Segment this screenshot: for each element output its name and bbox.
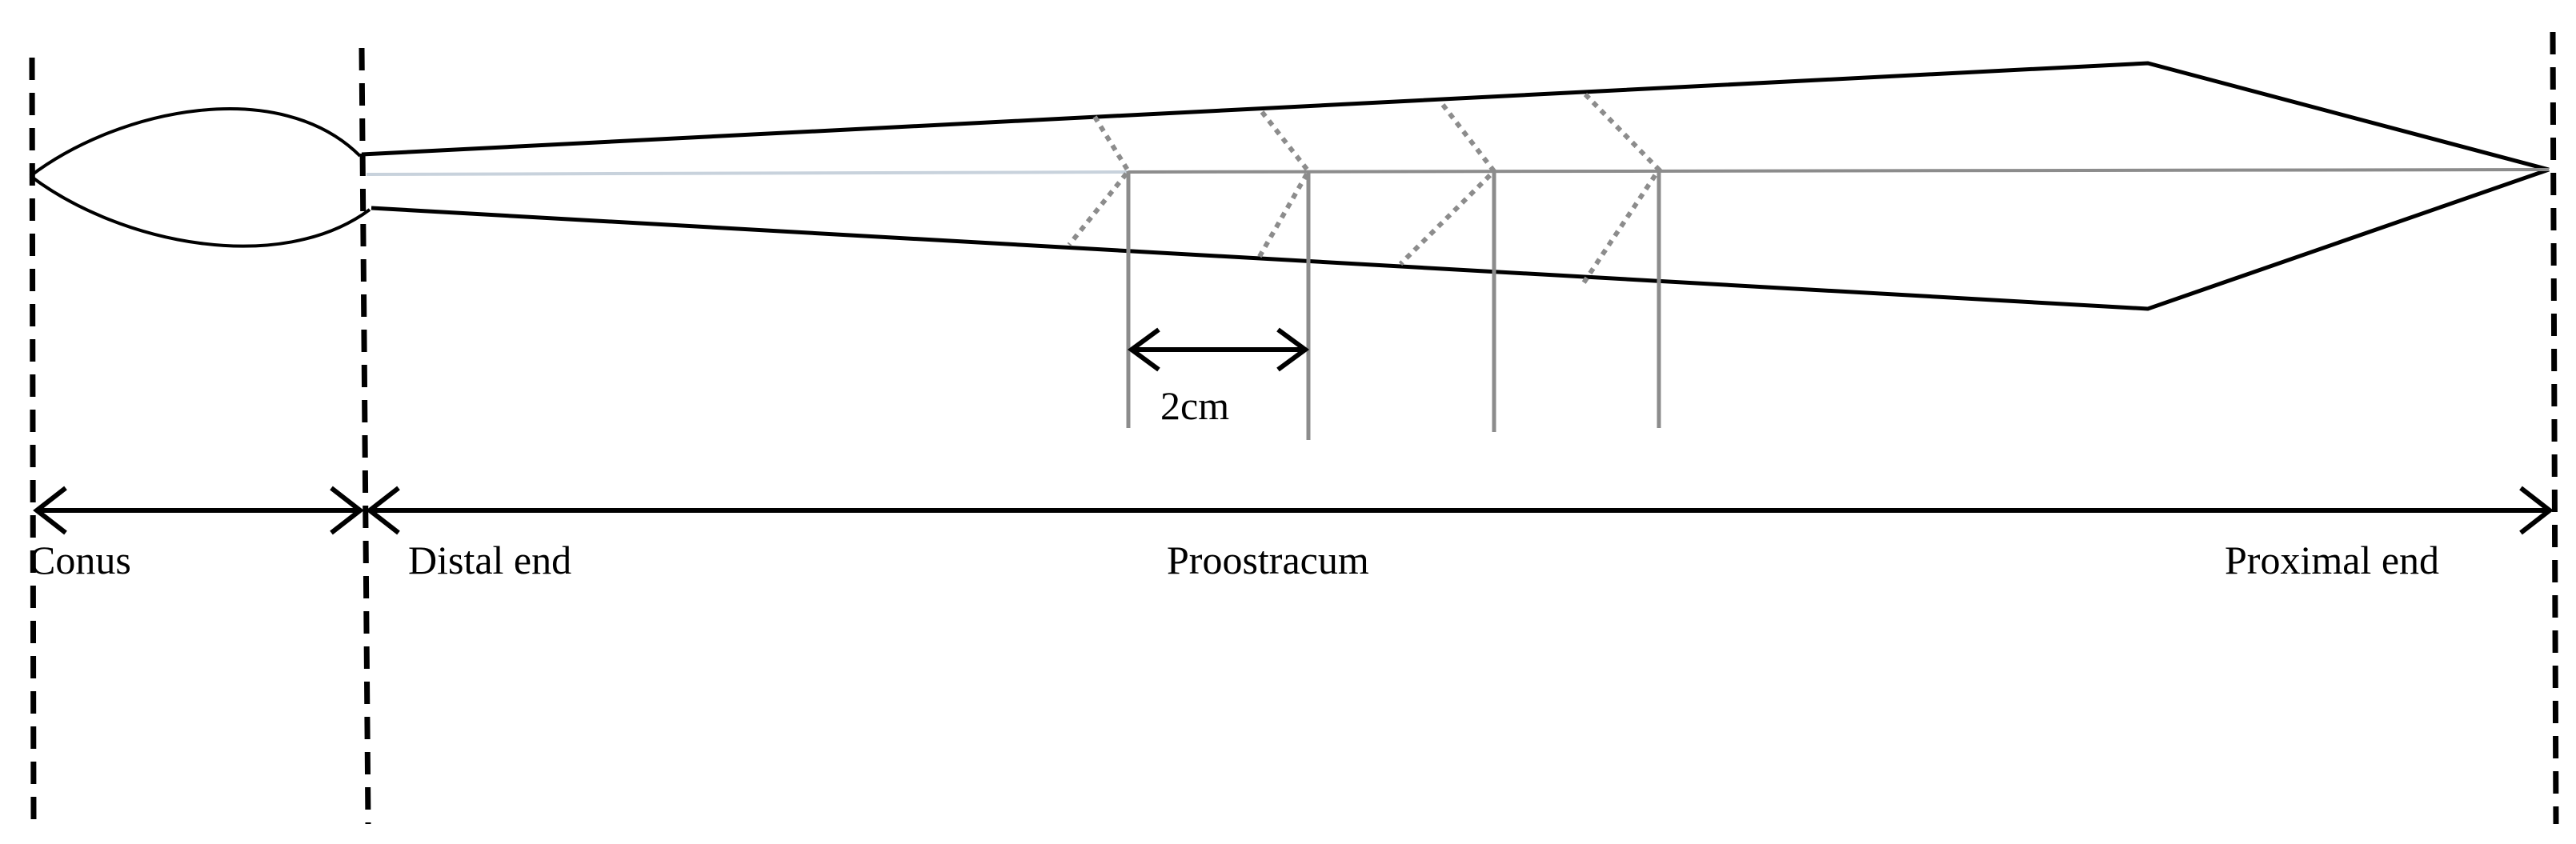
proximal-end-label: Proximal end (2225, 538, 2439, 582)
distal-end-label: Distal end (408, 538, 571, 582)
scale-arrow (1127, 327, 1310, 372)
growth-line (1067, 115, 1132, 246)
conus-label: Conus (29, 538, 131, 582)
proostracum-label: Proostracum (1167, 538, 1369, 582)
proostracum-outline-top (361, 61, 2550, 172)
proostracum-outline-bottom (371, 167, 2550, 311)
conus-arrow (33, 486, 364, 535)
midline-light (366, 170, 1129, 176)
growth-line (1398, 103, 1497, 266)
growth-line (1580, 92, 1662, 286)
midline (1128, 168, 2550, 174)
scale-label: 2cm (1160, 383, 1229, 428)
growth-line (1256, 110, 1312, 261)
proximal-boundary (2550, 31, 2559, 825)
growth-lines (1067, 92, 1662, 286)
conus-left-boundary (29, 57, 37, 825)
proostracum-arrow (366, 486, 2554, 535)
distal-boundary (359, 47, 371, 825)
measure-lines (1126, 170, 1661, 440)
conus-outline (29, 107, 371, 248)
